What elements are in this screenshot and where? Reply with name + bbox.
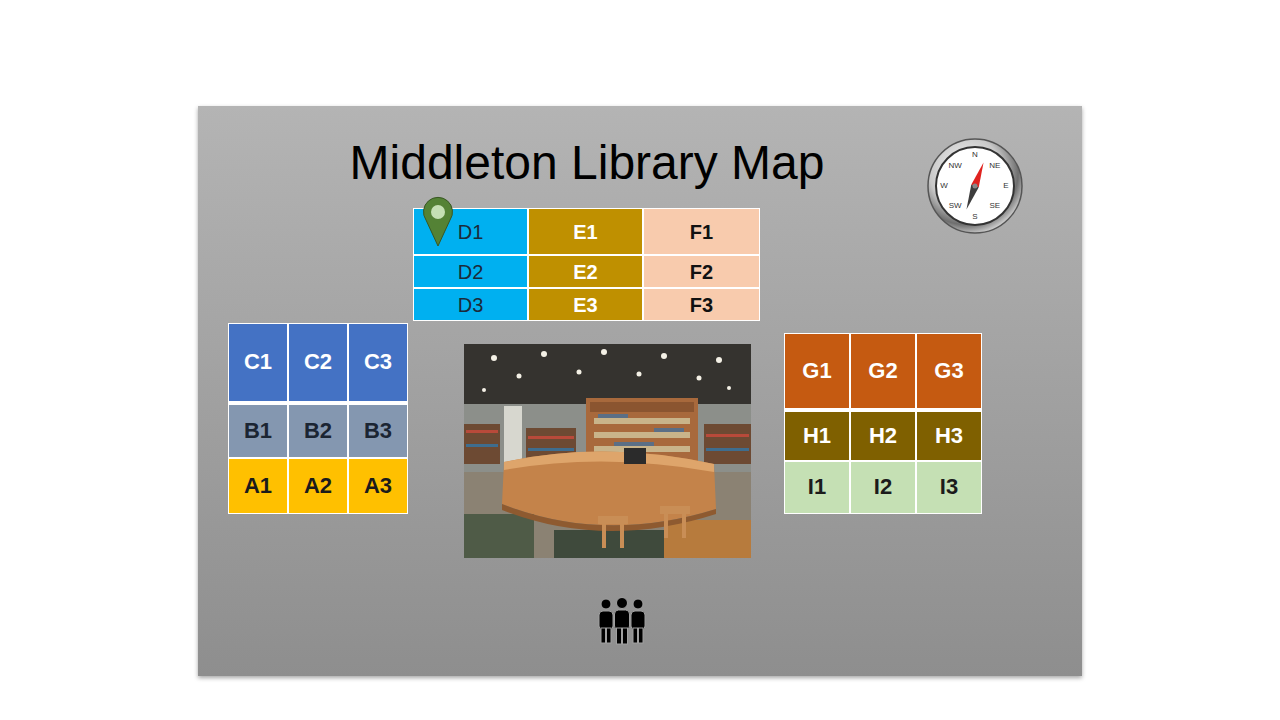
shelf-cell: D3 [413, 288, 528, 321]
shelf-cell: G2 [850, 333, 916, 409]
cell-label: A2 [304, 474, 332, 498]
cell-label: A3 [364, 474, 392, 498]
shelf-cell: F1 [643, 208, 760, 255]
shelf-cell: G1 [784, 333, 850, 409]
shelf-cell: C1 [228, 323, 288, 402]
shelf-cell: B1 [228, 402, 288, 458]
compass-letter: S [972, 213, 977, 221]
map-title: Middleton Library Map [350, 134, 825, 192]
shelf-cell: A1 [228, 458, 288, 514]
cell-label: C3 [364, 350, 392, 374]
compass-letter: W [940, 182, 948, 190]
cell-label: F1 [690, 221, 713, 243]
shelf-cell: C2 [288, 323, 348, 402]
shelf-cell: E2 [528, 255, 643, 288]
cell-label: C2 [304, 350, 332, 374]
shelf-cell: B2 [288, 402, 348, 458]
cell-label: D1 [458, 221, 484, 243]
cell-label: E2 [573, 261, 597, 283]
shelf-cell: E3 [528, 288, 643, 321]
shelf-cell: B3 [348, 402, 408, 458]
compass-letter: NE [989, 162, 1000, 170]
cell-label: A1 [244, 474, 272, 498]
cell-label: D2 [458, 261, 484, 283]
shelf-cell: H3 [916, 409, 982, 461]
cell-label: B3 [364, 419, 392, 443]
shelf-cell: I1 [784, 461, 850, 514]
compass-icon [928, 139, 1022, 233]
shelf-cell: H2 [850, 409, 916, 461]
shelf-cell: C3 [348, 323, 408, 402]
shelf-cell: E1 [528, 208, 643, 255]
compass-letter: SE [989, 202, 1000, 210]
shelf-cell: A2 [288, 458, 348, 514]
cell-label: D3 [458, 294, 484, 316]
shelf-cell: F2 [643, 255, 760, 288]
cell-label: I3 [940, 475, 958, 499]
cell-label: G3 [934, 359, 963, 383]
cell-label: B1 [244, 419, 272, 443]
cell-label: G1 [802, 359, 831, 383]
compass-letter: SW [949, 202, 962, 210]
shelf-cell: A3 [348, 458, 408, 514]
compass-letter: E [1003, 182, 1008, 190]
cell-label: H1 [803, 424, 831, 448]
desk-photo [464, 344, 751, 558]
cell-label: H3 [935, 424, 963, 448]
map-panel [198, 106, 1082, 676]
shelf-cell: H1 [784, 409, 850, 461]
people-icon [599, 598, 645, 645]
cell-label: G2 [868, 359, 897, 383]
cell-label: H2 [869, 424, 897, 448]
cell-label: I2 [874, 475, 892, 499]
shelf-cell: I3 [916, 461, 982, 514]
compass-letter: N [972, 151, 978, 159]
cell-label: C1 [244, 350, 272, 374]
cell-label: B2 [304, 419, 332, 443]
shelf-cell: G3 [916, 333, 982, 409]
cell-label: F3 [690, 294, 713, 316]
cell-label: E3 [573, 294, 597, 316]
shelf-cell: F3 [643, 288, 760, 321]
cell-label: I1 [808, 475, 826, 499]
cell-label: F2 [690, 261, 713, 283]
cell-label: E1 [573, 221, 597, 243]
shelf-cell: D2 [413, 255, 528, 288]
shelf-cell: I2 [850, 461, 916, 514]
compass-letter: NW [949, 162, 962, 170]
shelf-cell: D1 [413, 208, 528, 255]
